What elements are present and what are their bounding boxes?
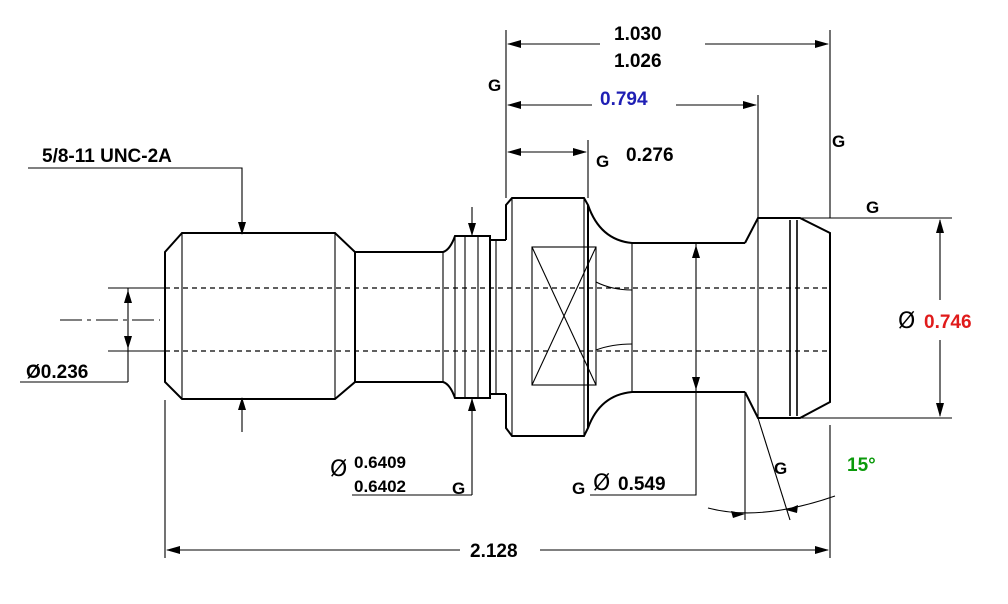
overall-length-dimension: 2.128 — [164, 400, 831, 562]
neck-dia-label: 0.549 — [618, 474, 666, 495]
thread-label: 5/8-11 UNC-2A — [42, 146, 172, 167]
bore-dimension: Ø0.236 — [20, 287, 165, 383]
length-min-label: 1.026 — [614, 51, 662, 72]
overall-length-label: 2.128 — [470, 541, 518, 562]
length-0276-dimension: 0.276 — [507, 140, 674, 198]
diameter-symbol-icon: Ø — [330, 457, 347, 482]
finish-g-icon: G — [488, 76, 501, 95]
diameter-symbol-icon: Ø — [898, 309, 915, 334]
surface-finish-markers: G G G G G G G — [452, 76, 879, 498]
head-dia-label: 0.746 — [924, 312, 972, 333]
finish-g-icon: G — [832, 132, 845, 151]
length-0794-label: 0.794 — [600, 89, 648, 110]
finish-g-icon: G — [452, 479, 465, 498]
diameter-symbol-icon: Ø — [593, 471, 610, 496]
length-max-label: 1.030 — [614, 24, 662, 45]
part-outline — [60, 197, 831, 437]
finish-g-icon: G — [572, 479, 585, 498]
chamfer-angle-dimension: 15° — [707, 392, 876, 521]
finish-g-icon: G — [774, 459, 787, 478]
thread-callout: 5/8-11 UNC-2A — [28, 146, 246, 432]
bore-dia-label: Ø0.236 — [26, 362, 88, 383]
head-diameter-dimension: Ø 0.746 — [800, 217, 972, 419]
length-0276-label: 0.276 — [626, 145, 674, 166]
pilot-dia-min-label: 0.6402 — [354, 477, 406, 496]
pilot-diameter-dimension: Ø 0.6409 0.6402 — [330, 207, 476, 496]
neck-diameter-dimension: Ø 0.549 — [590, 243, 700, 496]
flange-to-end-dimension: 1.030 1.026 — [505, 24, 831, 218]
finish-g-icon: G — [866, 198, 879, 217]
length-0794-dimension: 0.794 — [507, 89, 759, 218]
chamfer-angle-label: 15° — [847, 455, 876, 476]
finish-g-icon: G — [596, 152, 609, 171]
pilot-dia-max-label: 0.6409 — [354, 453, 406, 472]
